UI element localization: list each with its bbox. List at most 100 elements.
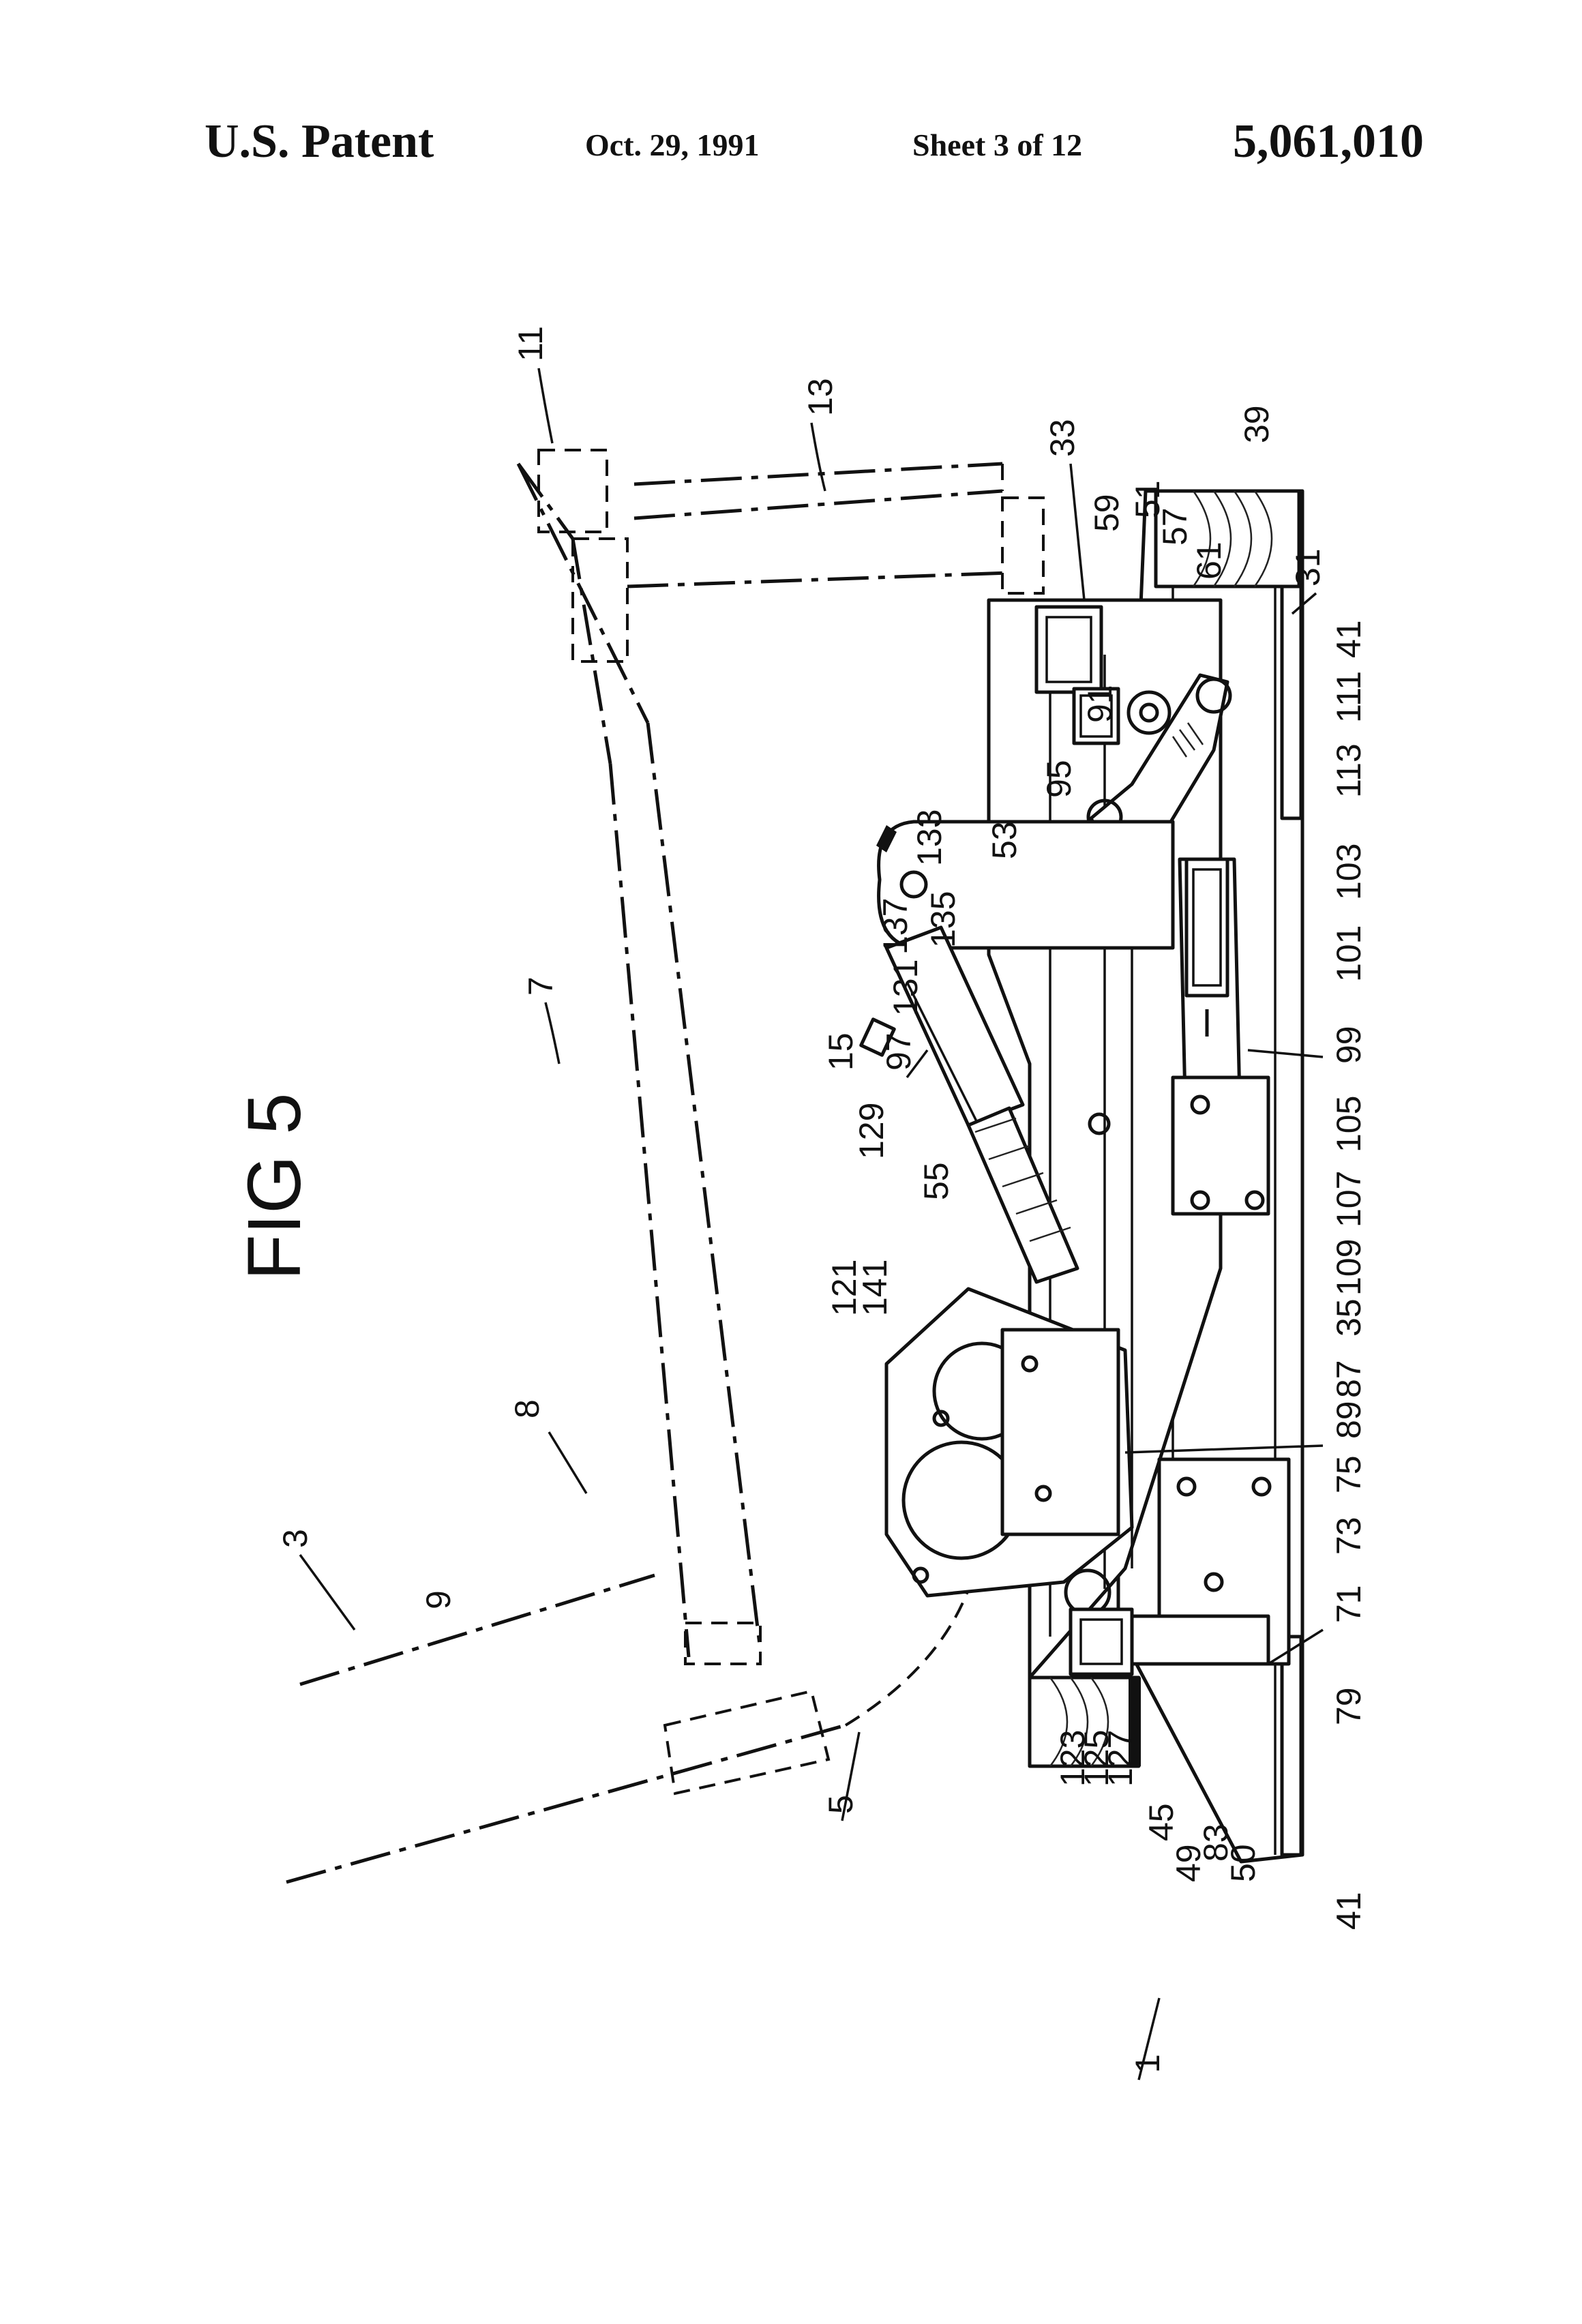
leader-3 bbox=[299, 1553, 356, 1631]
screw-thread bbox=[974, 1117, 1071, 1242]
ref-125: 125 bbox=[1077, 1730, 1116, 1787]
leader-lines bbox=[299, 368, 1324, 2081]
strip-49 bbox=[1129, 1678, 1141, 1766]
box-83-inner bbox=[1079, 1618, 1123, 1665]
patent-label: U.S. Patent bbox=[205, 115, 434, 168]
ref-3: 3 bbox=[276, 1529, 314, 1548]
ref-113: 113 bbox=[1330, 743, 1368, 798]
ref-89: 89 bbox=[1330, 1401, 1368, 1439]
ref-15: 15 bbox=[822, 1032, 860, 1071]
ref-8: 8 bbox=[508, 1399, 546, 1418]
ref-137: 137 bbox=[876, 898, 914, 955]
patent-date: Oct. 29, 1991 bbox=[585, 128, 760, 162]
mount-107 bbox=[1171, 1075, 1270, 1216]
leader-8 bbox=[548, 1431, 588, 1494]
phantom-headrest-block bbox=[537, 449, 608, 533]
knob-15 bbox=[859, 1017, 896, 1057]
leader-99 bbox=[1247, 1049, 1324, 1058]
actuator-body-131 bbox=[884, 925, 1025, 1127]
ref-121: 121 bbox=[825, 1260, 863, 1316]
patent-number: 5,061,010 bbox=[1233, 115, 1424, 168]
ref-97: 97 bbox=[880, 1032, 918, 1071]
actuator bbox=[859, 925, 1079, 1284]
lead-screw bbox=[966, 1106, 1079, 1284]
end-block-39 bbox=[1154, 489, 1301, 589]
seatback-corner bbox=[516, 462, 575, 540]
ref-55: 55 bbox=[917, 1162, 955, 1200]
tab-133 bbox=[876, 825, 897, 852]
leader-33 bbox=[1069, 463, 1086, 601]
ref-35: 35 bbox=[1330, 1298, 1368, 1337]
ref-50: 50 bbox=[1224, 1844, 1262, 1882]
leader-89 bbox=[1124, 1444, 1324, 1454]
ref-95: 95 bbox=[1040, 760, 1078, 798]
ref-75: 75 bbox=[1330, 1455, 1368, 1493]
ref-39: 39 bbox=[1238, 405, 1276, 443]
ref-7: 7 bbox=[522, 977, 560, 996]
bracket-73 bbox=[1069, 1457, 1291, 1676]
lever-ridges bbox=[1171, 722, 1204, 758]
seatback-inner bbox=[608, 763, 691, 1658]
ref-71: 71 bbox=[1330, 1585, 1368, 1623]
leader-71 bbox=[1268, 1628, 1324, 1665]
ref-133: 133 bbox=[910, 809, 949, 866]
ref-135: 135 bbox=[924, 891, 962, 948]
figure-label: FIG 5 bbox=[233, 1092, 316, 1280]
leader-5 bbox=[841, 1731, 861, 1821]
end-block-45-grain bbox=[1049, 1677, 1109, 1767]
motor-121 bbox=[884, 1287, 1134, 1616]
actuator-line bbox=[906, 981, 983, 1133]
ref-51: 51 bbox=[1129, 480, 1167, 518]
phantom-bar-end bbox=[1001, 496, 1045, 595]
ref-31: 31 bbox=[1289, 548, 1327, 586]
ref-141: 141 bbox=[856, 1260, 894, 1316]
ref-103: 103 bbox=[1330, 844, 1368, 900]
gear-bolt-1 bbox=[1021, 1355, 1039, 1373]
ref-53: 53 bbox=[985, 821, 1024, 859]
ref-127: 127 bbox=[1101, 1730, 1139, 1787]
phantom-bar-long bbox=[627, 571, 1010, 589]
seatback-outer bbox=[646, 722, 762, 1651]
ref-129: 129 bbox=[852, 1103, 891, 1159]
ref-107: 107 bbox=[1330, 1171, 1368, 1227]
ref-131: 131 bbox=[886, 959, 925, 1016]
bracket-bolt-1 bbox=[1176, 1476, 1197, 1497]
gear-bolt-2 bbox=[1034, 1485, 1052, 1502]
pivot-137 bbox=[899, 870, 928, 899]
ref-109: 109 bbox=[1330, 1239, 1368, 1296]
box-59-inner bbox=[1045, 616, 1092, 683]
mount-hole-1 bbox=[1190, 1190, 1210, 1210]
phantom-bar-13-upper bbox=[633, 462, 1003, 486]
ref-49: 49 bbox=[1169, 1844, 1208, 1882]
ref-83: 83 bbox=[1197, 1823, 1235, 1862]
seatback-inner-top bbox=[571, 538, 612, 764]
ref-57: 57 bbox=[1156, 507, 1194, 546]
ref-13: 13 bbox=[801, 378, 839, 416]
ref-87: 87 bbox=[1330, 1360, 1368, 1398]
base-plate-bottom bbox=[1280, 1635, 1303, 1857]
phantom-line-upper bbox=[299, 1573, 655, 1686]
ref-91: 91 bbox=[1081, 685, 1119, 723]
box-91-inner bbox=[1079, 694, 1113, 738]
pivot-111 bbox=[1195, 677, 1232, 714]
ref-9: 9 bbox=[419, 1590, 458, 1609]
ref-45: 45 bbox=[1142, 1803, 1180, 1841]
arm-135 bbox=[876, 820, 1175, 950]
leader-11 bbox=[537, 368, 554, 444]
ref-61: 61 bbox=[1190, 541, 1228, 580]
phantom-headrest-post bbox=[571, 537, 629, 663]
leader-1 bbox=[1137, 1997, 1161, 2081]
bracket-bolt-3 bbox=[1204, 1572, 1224, 1592]
phantom-bar-13-lower bbox=[633, 489, 1003, 520]
ref-11: 11 bbox=[511, 326, 550, 361]
ref-33: 33 bbox=[1043, 419, 1081, 457]
pivot-61-inner bbox=[1139, 702, 1159, 723]
reference-numerals: 11 13 7 8 3 9 5 1 33 59 51 57 61 39 31 4… bbox=[276, 326, 1368, 2073]
ref-73: 73 bbox=[1330, 1517, 1368, 1555]
motor-bolt-1 bbox=[932, 1410, 950, 1427]
leader-13 bbox=[810, 422, 826, 492]
phantom-lower-block bbox=[663, 1689, 831, 1796]
pivot-61 bbox=[1126, 690, 1171, 735]
base-plate-top bbox=[1280, 584, 1303, 820]
bracket-bolt-2 bbox=[1251, 1476, 1272, 1497]
